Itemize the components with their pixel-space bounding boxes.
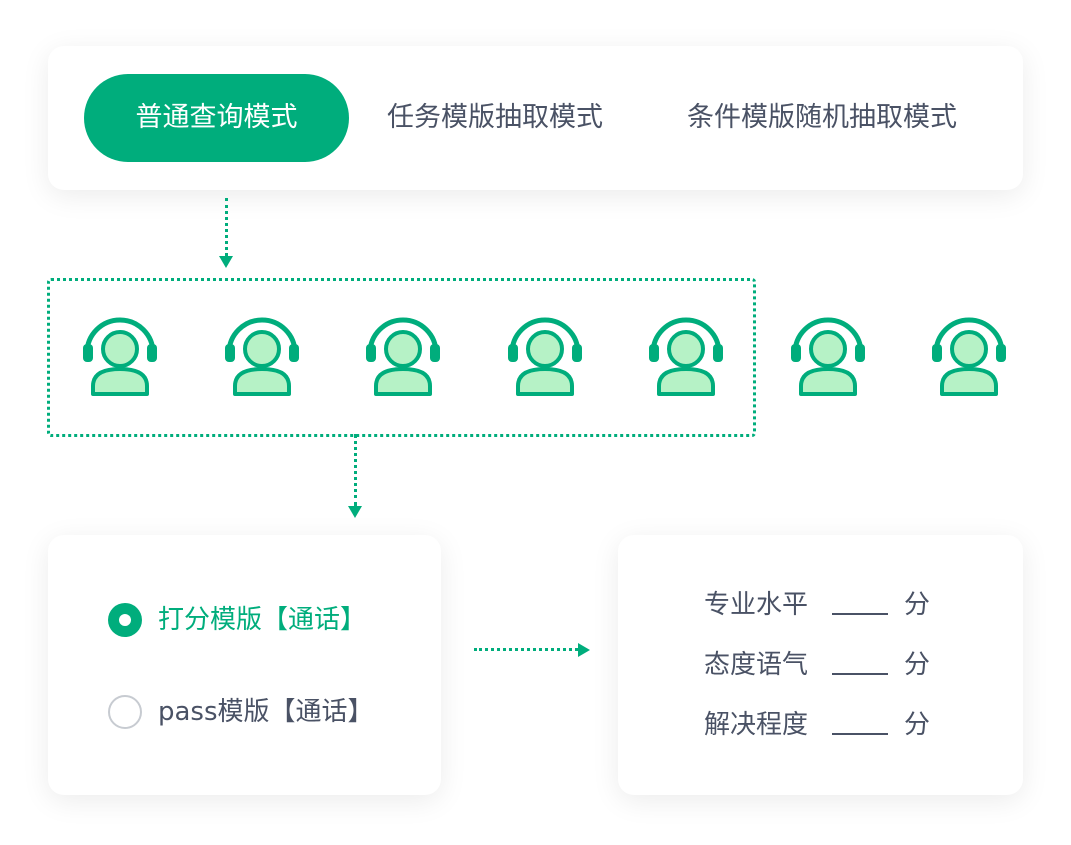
headset-agent-icon xyxy=(506,314,584,400)
selected-agents-box xyxy=(47,278,756,437)
template-option-label: 打分模版【通话】 xyxy=(158,605,367,635)
flow-arrow-line xyxy=(474,648,578,651)
score-label: 态度语气 xyxy=(704,650,809,680)
headset-agent-icon xyxy=(647,314,725,400)
flow-arrow-line xyxy=(225,198,228,256)
template-option-label: pass模版【通话】 xyxy=(158,697,374,727)
tab-task-template-mode[interactable]: 任务模版抽取模式 xyxy=(387,102,603,133)
score-unit: 分 xyxy=(904,590,931,620)
score-blank xyxy=(832,733,888,735)
score-label: 解决程度 xyxy=(704,710,809,740)
tab-random-template-mode[interactable]: 条件模版随机抽取模式 xyxy=(687,102,957,133)
headset-agent-icon xyxy=(930,314,1008,400)
flow-arrow-head xyxy=(219,256,233,268)
flow-arrow-head xyxy=(348,506,362,518)
headset-agent-icon xyxy=(223,314,301,400)
score-unit: 分 xyxy=(904,710,931,740)
score-blank xyxy=(832,673,888,675)
score-blank xyxy=(832,613,888,615)
flow-arrow-line xyxy=(354,434,357,506)
template-card: 打分模版【通话】 pass模版【通话】 xyxy=(48,535,441,795)
radio-unselected-icon[interactable] xyxy=(108,695,142,729)
headset-agent-icon xyxy=(789,314,867,400)
headset-agent-icon xyxy=(81,314,159,400)
tab-normal-query-mode[interactable]: 普通查询模式 xyxy=(84,74,349,162)
radio-selected-icon[interactable] xyxy=(108,603,142,637)
mode-selector-card: 普通查询模式 任务模版抽取模式 条件模版随机抽取模式 xyxy=(48,46,1023,190)
score-unit: 分 xyxy=(904,650,931,680)
headset-agent-icon xyxy=(364,314,442,400)
flow-arrow-head xyxy=(578,643,590,657)
score-label: 专业水平 xyxy=(704,590,809,620)
score-card: 专业水平 分 态度语气 分 解决程度 分 xyxy=(618,535,1023,795)
